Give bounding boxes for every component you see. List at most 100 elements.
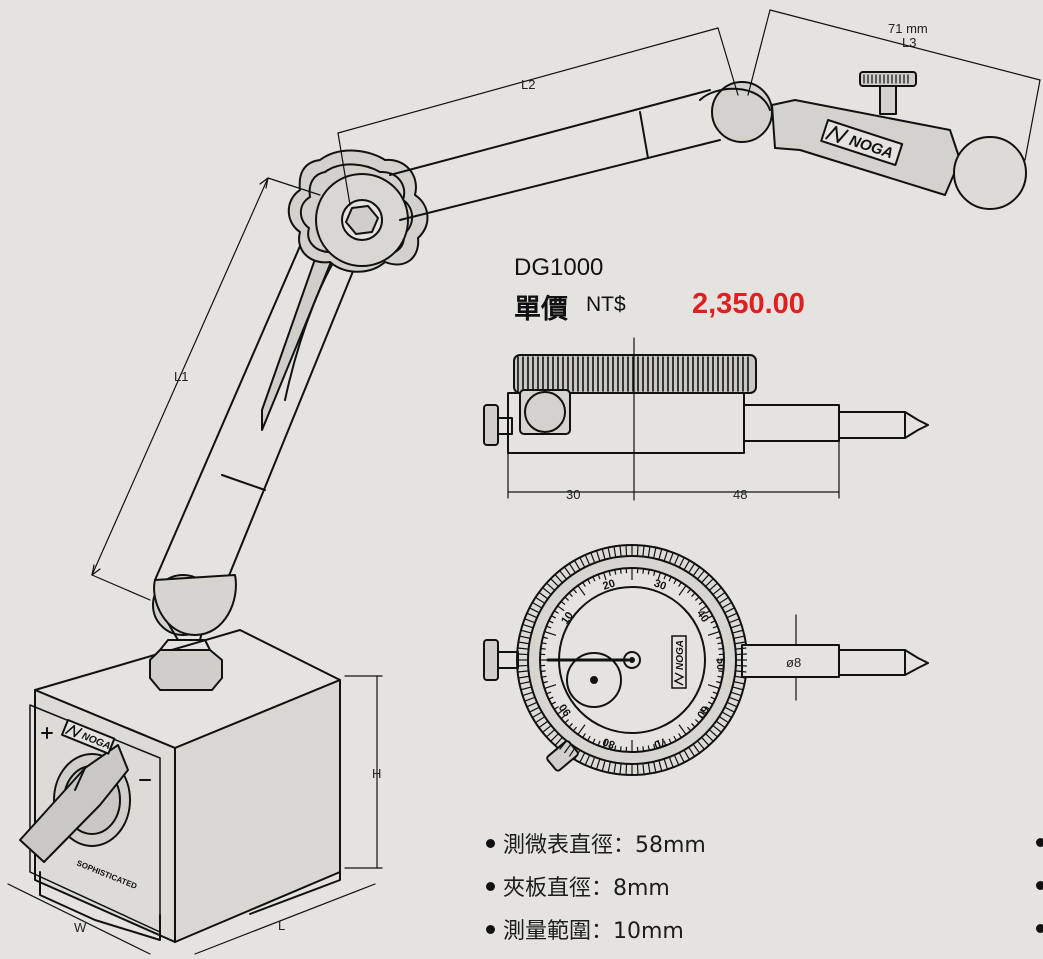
knurl-line — [735, 670, 747, 673]
knurl-line — [550, 733, 559, 742]
knurl-line — [573, 749, 581, 760]
dial-tick — [698, 714, 704, 720]
dial-tick — [602, 572, 607, 581]
dial-tick — [592, 576, 596, 582]
dial-tick — [540, 647, 546, 650]
dial-number: 40 — [694, 608, 711, 625]
label-l1: L1 — [174, 369, 188, 384]
magnetic-base-drawing: NOGA SOPHISTICATED — [19, 574, 341, 943]
knurl-line — [517, 653, 529, 656]
dimension-lines — [7, 9, 1041, 955]
dial-tick — [705, 610, 710, 614]
knurl-line — [734, 675, 746, 679]
dial-tick — [614, 569, 617, 575]
dial-tick — [718, 647, 724, 650]
dial-tick — [619, 746, 622, 752]
label-side-right: 48 — [733, 487, 747, 502]
knurl-line — [683, 749, 691, 760]
label-l2: L2 — [521, 77, 535, 92]
dial-tick — [668, 576, 672, 582]
knurl-line — [708, 729, 718, 738]
knurl-line — [712, 587, 722, 596]
dial-tick — [710, 696, 716, 700]
dial-number: 60 — [694, 703, 711, 720]
knurl-line — [692, 566, 701, 577]
dial-tick — [541, 642, 547, 645]
knurl-line — [524, 696, 536, 702]
knurl-line — [520, 686, 532, 691]
dial-tick — [577, 585, 586, 596]
knurl-line — [721, 711, 732, 719]
knurl-line — [573, 560, 581, 571]
dial-tick — [678, 585, 687, 596]
dial-tick — [716, 681, 722, 684]
price-label: 單價 — [514, 294, 568, 325]
knurl-line — [535, 716, 546, 724]
knurl-line — [705, 733, 714, 742]
knurl-line — [559, 570, 568, 580]
bullet-dot-icon — [1036, 881, 1043, 890]
spec-text: 夾板直徑：8mm — [503, 876, 670, 901]
knurl-line — [601, 760, 606, 772]
knurl-line — [517, 664, 529, 667]
price-value: 2,350.00 — [692, 288, 805, 320]
knurl-line — [708, 582, 718, 591]
dial-tick — [695, 596, 700, 601]
knurl-line — [701, 736, 710, 746]
bullet-dot-icon — [1036, 924, 1043, 933]
knurl-line — [726, 612, 738, 619]
knurl-line — [696, 740, 705, 750]
dial-tick — [608, 570, 611, 576]
spec-item: 夾板直徑：8mm — [486, 869, 706, 912]
spec-text: 測微表直徑：58mm — [503, 833, 706, 858]
knurl-line — [568, 746, 576, 757]
dial-tick — [678, 733, 682, 738]
knurl-line — [584, 754, 591, 766]
dial-tick — [572, 588, 578, 594]
knurl-line — [526, 701, 538, 708]
knurl-line — [728, 696, 740, 702]
knurl-line — [733, 681, 745, 685]
dial-tick — [691, 723, 696, 728]
dial-tick — [554, 610, 559, 614]
knurl-line — [563, 743, 572, 754]
dial-tick — [568, 723, 573, 728]
label-w: W — [74, 920, 87, 935]
dial-tick — [707, 630, 720, 636]
dial-tick — [560, 600, 566, 606]
dial-tick — [657, 572, 662, 581]
knurl-line — [735, 647, 747, 650]
dial-number: 10 — [559, 610, 576, 627]
dial-tick — [663, 574, 667, 580]
knurl-line — [532, 601, 543, 609]
dial-tick — [577, 724, 586, 735]
knurl-line — [636, 545, 639, 557]
dial-tick — [691, 592, 696, 597]
knurl-line — [607, 761, 611, 773]
knurl-line — [668, 552, 674, 564]
knurl-line — [520, 629, 532, 634]
knurl-line — [647, 546, 651, 558]
knurl-line — [538, 591, 549, 600]
knurl-line — [726, 701, 738, 708]
knurl-line — [538, 720, 549, 729]
knurl-line — [734, 641, 746, 645]
dial-tick — [707, 701, 713, 705]
price-row: 單價 NT$ 2,350.00 — [514, 287, 834, 327]
dial-tick — [582, 582, 586, 587]
knurl-line — [636, 763, 639, 775]
dial-tick — [541, 675, 547, 678]
knurl-line — [712, 724, 722, 733]
knurl-line — [673, 754, 680, 766]
knurl-line — [715, 591, 726, 600]
dial-tick — [587, 735, 591, 741]
knurl-line — [524, 618, 536, 624]
knurl-line — [579, 752, 586, 763]
dial-tick — [546, 625, 552, 629]
dial-tick — [608, 744, 611, 750]
dial-tick — [554, 706, 559, 710]
dial-tick — [712, 625, 718, 629]
knurl-line — [688, 746, 696, 757]
dial-tick — [551, 701, 557, 705]
knurl-line — [554, 736, 563, 746]
